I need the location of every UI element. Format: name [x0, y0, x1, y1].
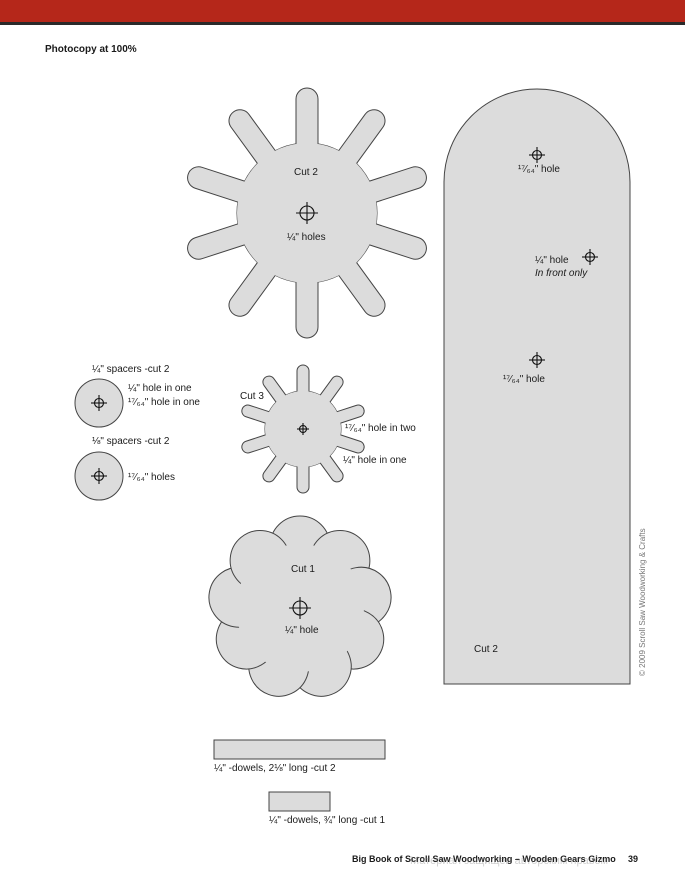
flower-gear-hole-label: ¼" hole	[285, 625, 319, 636]
dowel-long-shape	[213, 739, 386, 760]
spacer1-hole2: ¹⁷⁄₆₄" hole in one	[128, 397, 200, 408]
hole-markers	[91, 147, 598, 619]
spacer2-hole: ¹⁷⁄₆₄" holes	[128, 472, 175, 483]
spacer1-title: ¼" spacers -cut 2	[92, 364, 170, 375]
arm-shape	[443, 88, 631, 685]
dowel2-label: ¼" -dowels, ¾" long -cut 1	[269, 815, 386, 826]
small-gear-hole2-label: ¼" hole in one	[343, 455, 407, 466]
large-gear-hole-label: ¼" holes	[287, 232, 326, 243]
dowel1-label: ¼" -dowels, 2⅛" long -cut 2	[214, 763, 336, 774]
flower-gear-label: Cut 1	[291, 564, 315, 575]
footer-title: Big Book of Scroll Saw Woodworking – Woo…	[352, 854, 616, 864]
arm-hole-top-label: ¹⁷⁄₆₄" hole	[518, 164, 560, 175]
small-gear-label: Cut 3	[240, 391, 264, 402]
dowel-short-shape	[268, 791, 331, 812]
arm-hole-low-label: ¹⁷⁄₆₄" hole	[503, 374, 545, 385]
spacer2-title: ⅛" spacers -cut 2	[92, 436, 170, 447]
arm-hole-mid-label: ¼" hole	[535, 255, 569, 266]
top-color-bar	[0, 0, 685, 22]
watermark-text: Материал защищен авторским правом	[410, 855, 609, 867]
large-gear-label: Cut 2	[294, 167, 318, 178]
arm-cut-label: Cut 2	[474, 644, 498, 655]
spacer1-hole1: ¼" hole in one	[128, 383, 192, 394]
arm-hole-mid-note: In front only	[535, 268, 588, 279]
photocopy-note: Photocopy at 100%	[45, 44, 137, 55]
top-rule	[0, 22, 685, 25]
page-number: 39	[628, 854, 639, 864]
small-gear-hole1-label: ¹⁷⁄₆₄" hole in two	[345, 423, 416, 434]
copyright-text: © 2009 Scroll Saw Woodworking & Crafts	[638, 528, 647, 676]
